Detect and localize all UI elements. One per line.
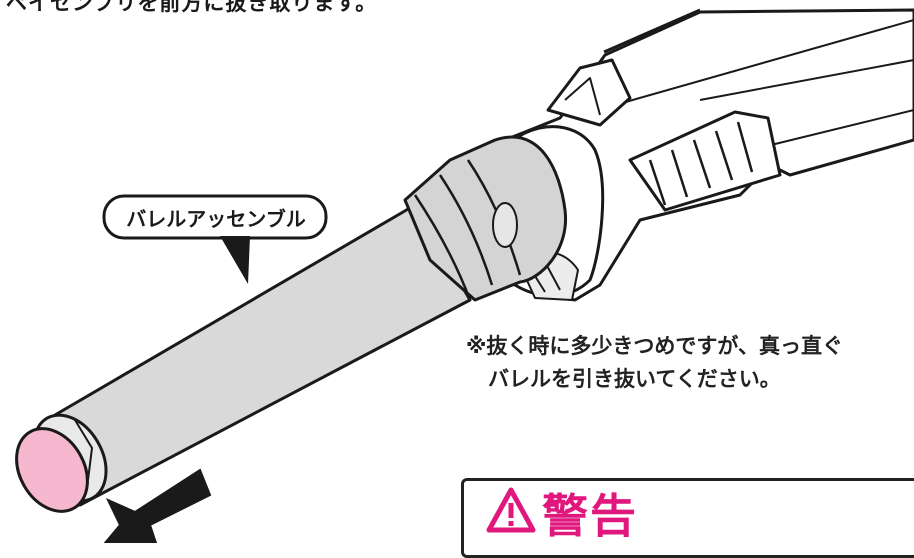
muzzle-cap bbox=[15, 413, 108, 513]
barrel-illustration bbox=[15, 8, 914, 543]
note-line-1: ※抜く時に多少きつめですが、真っ直ぐ bbox=[466, 334, 843, 358]
instruction-note: ※抜く時に多少きつめですが、真っ直ぐ バレルを引き抜いてください。 bbox=[466, 330, 843, 396]
pull-direction-arrow bbox=[103, 468, 212, 543]
note-line-2: バレルを引き抜いてください。 bbox=[488, 367, 781, 391]
callout-bubble bbox=[102, 194, 328, 284]
warning-box: 警告 bbox=[461, 478, 914, 558]
warning-title: 警告 bbox=[542, 489, 638, 543]
barrel-tube bbox=[53, 135, 568, 507]
callout-label: バレルアッセンブル bbox=[126, 207, 306, 231]
top-caption: ペイセンブリを前方に抜き取ります。 bbox=[6, 0, 378, 15]
warning-triangle-icon bbox=[486, 487, 536, 533]
